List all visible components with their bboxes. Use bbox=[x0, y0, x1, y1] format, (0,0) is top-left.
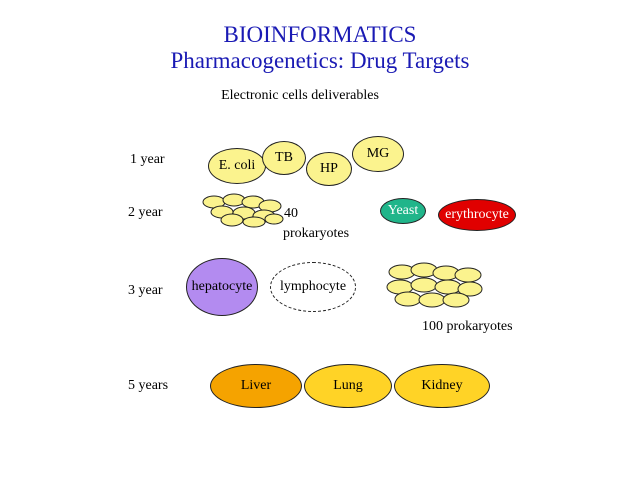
cluster-100-prokaryotes bbox=[386, 262, 483, 308]
cell-yeast: Yeast bbox=[380, 198, 426, 224]
cell-hepatocyte: hepatocyte bbox=[186, 258, 258, 316]
cluster-40-prokaryotes bbox=[202, 193, 284, 228]
row-label-2-year: 2 year bbox=[128, 205, 163, 220]
row-label-3-year: 3 year bbox=[128, 283, 163, 298]
row-label-5-years: 5 years bbox=[128, 378, 169, 393]
note-40: 40 bbox=[284, 206, 298, 221]
subtitle: Electronic cells deliverables bbox=[221, 88, 379, 103]
cell-mg: MG bbox=[352, 136, 404, 172]
title-line-2: Pharmacogenetics: Drug Targets bbox=[170, 48, 470, 73]
cell-lung: Lung bbox=[304, 364, 392, 408]
cell-erythrocyte: erythrocyte bbox=[438, 199, 516, 231]
note-prokaryotes: prokaryotes bbox=[283, 226, 350, 241]
cell-kidney: Kidney bbox=[394, 364, 490, 408]
note-100-prokaryotes: 100 prokaryotes bbox=[422, 319, 513, 334]
cell-ecoli: E. coli bbox=[208, 148, 266, 184]
cell-tb: TB bbox=[262, 141, 306, 175]
row-label-1-year: 1 year bbox=[130, 152, 165, 167]
cell-hp: HP bbox=[306, 152, 352, 186]
title-line-1: BIOINFORMATICS bbox=[223, 22, 417, 47]
cell-liver: Liver bbox=[210, 364, 302, 408]
cell-lymphocyte: lymphocyte bbox=[270, 262, 356, 312]
